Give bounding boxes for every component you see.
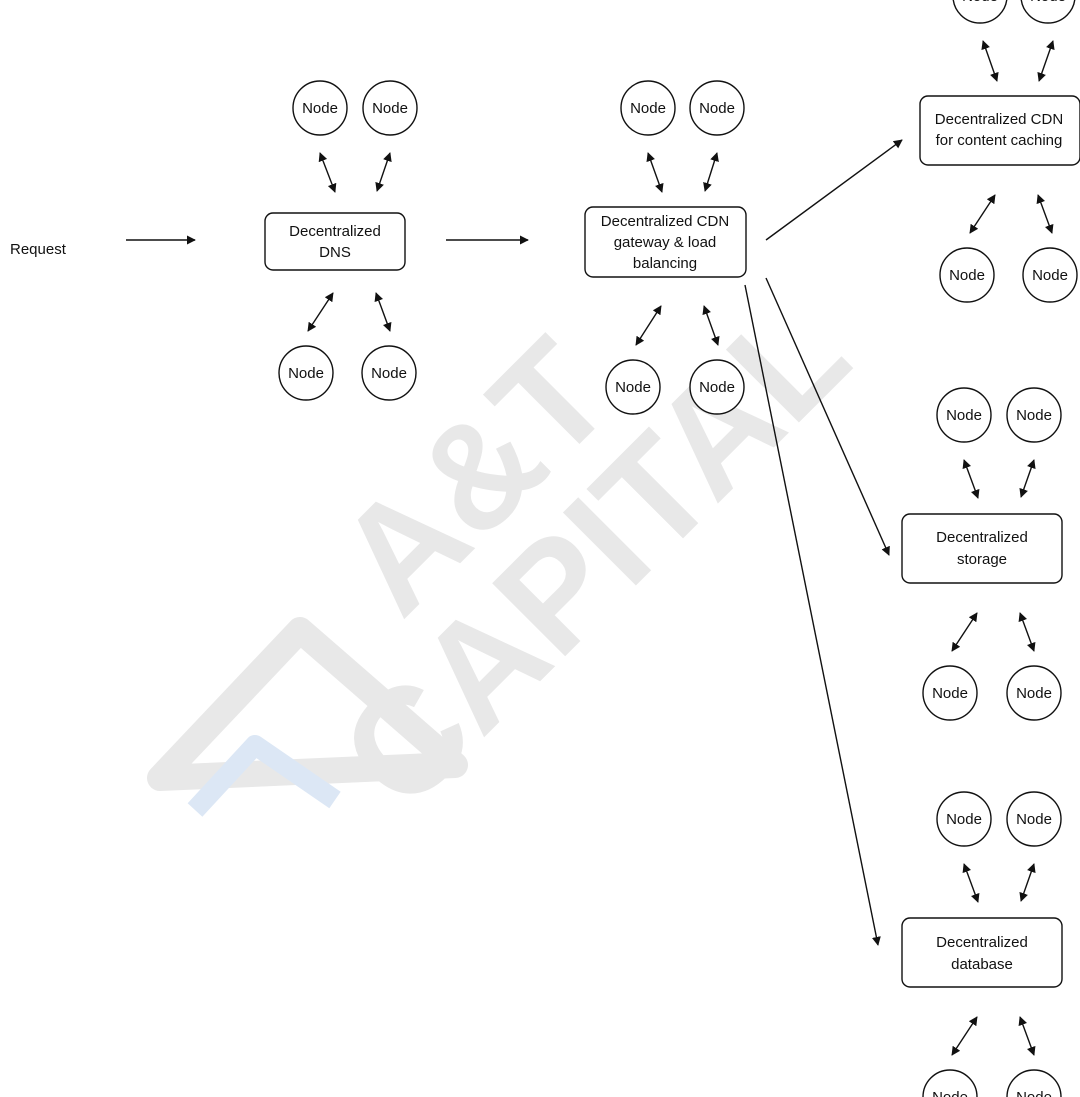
watermark: A&T CAPITAL [147,269,879,839]
node-label: Node [1016,1089,1052,1097]
storage-box-line-2: storage [957,551,1007,568]
node-label: Node [946,811,982,828]
node-label: Node [1032,267,1068,284]
node-label: Node [932,685,968,702]
storage-node-link [1018,612,1036,652]
database-node-link [951,1016,978,1056]
node-label: Node [288,365,324,382]
node: Node [620,80,676,136]
node: Node [605,359,661,415]
gateway-node-link [703,152,719,192]
node: Node [922,665,978,721]
cdn-node-link [1037,40,1055,82]
node-label: Node [630,100,666,117]
storage-node-link [951,612,978,652]
node: Node [922,1069,978,1097]
node-label: Node [1016,407,1052,424]
node-label: Node [302,100,338,117]
cdn-node-link [969,194,996,234]
gateway-box-line-3: balancing [633,255,697,272]
gateway-to-cdn-arrow [765,139,903,241]
node-label: Node [962,0,998,5]
node: Node [1022,247,1078,303]
request-label: Request [10,241,67,258]
node-label: Node [1016,811,1052,828]
database-box: Decentralized database [901,917,1063,988]
node: Node [939,247,995,303]
database-node-link [1019,863,1036,902]
node: Node [689,80,745,136]
gateway-node-link [702,305,720,346]
gateway-node-link [635,305,662,346]
cdn-node-link [981,40,999,82]
database-box-line-2: database [951,956,1013,973]
database-box-line-1: Decentralized [936,934,1028,951]
dns-node-link [375,152,392,192]
dns-box-line-2: DNS [319,244,351,261]
node: Node [278,345,334,401]
cdn-node-link [1036,194,1054,234]
gateway-to-database-arrow [744,284,881,946]
node: Node [1006,791,1062,847]
cdn-cache-box: Decentralized CDN for content caching [919,95,1080,166]
node: Node [361,345,417,401]
node: Node [689,359,745,415]
gateway-box-line-2: gateway & load [614,234,717,251]
node: Node [936,387,992,443]
node-label: Node [1030,0,1066,5]
storage-box-line-1: Decentralized [936,529,1028,546]
node: Node [1006,665,1062,721]
cdn-cache-box-line-1: Decentralized CDN [935,111,1063,128]
node-label: Node [1016,685,1052,702]
dns-node-link [307,292,334,332]
node-label: Node [932,1089,968,1097]
node: Node [1020,0,1076,24]
dns-node-link [318,152,337,193]
node: Node [362,80,418,136]
gateway-box-line-1: Decentralized CDN [601,213,729,230]
node-label: Node [946,407,982,424]
node-label: Node [615,379,651,396]
node: Node [1006,1069,1062,1097]
node-label: Node [699,379,735,396]
node: Node [936,791,992,847]
dns-box-line-1: Decentralized [289,223,381,240]
database-node-link [1018,1016,1036,1056]
storage-node-link [1019,459,1036,498]
node-label: Node [699,100,735,117]
dns-node-link [374,292,392,332]
node: Node [292,80,348,136]
storage-node-link [962,459,980,499]
dns-box: Decentralized DNS [264,212,406,271]
gateway-to-storage-arrow [765,277,890,556]
node: Node [1006,387,1062,443]
node: Node [952,0,1008,24]
node-label: Node [371,365,407,382]
gateway-node-link [646,152,664,193]
storage-box: Decentralized storage [901,513,1063,584]
gateway-box: Decentralized CDN gateway & load balanci… [584,206,747,278]
database-node-link [962,863,980,903]
node-label: Node [949,267,985,284]
watermark-logo-accent [187,735,341,817]
node-label: Node [372,100,408,117]
cdn-cache-box-line-2: for content caching [936,132,1063,149]
